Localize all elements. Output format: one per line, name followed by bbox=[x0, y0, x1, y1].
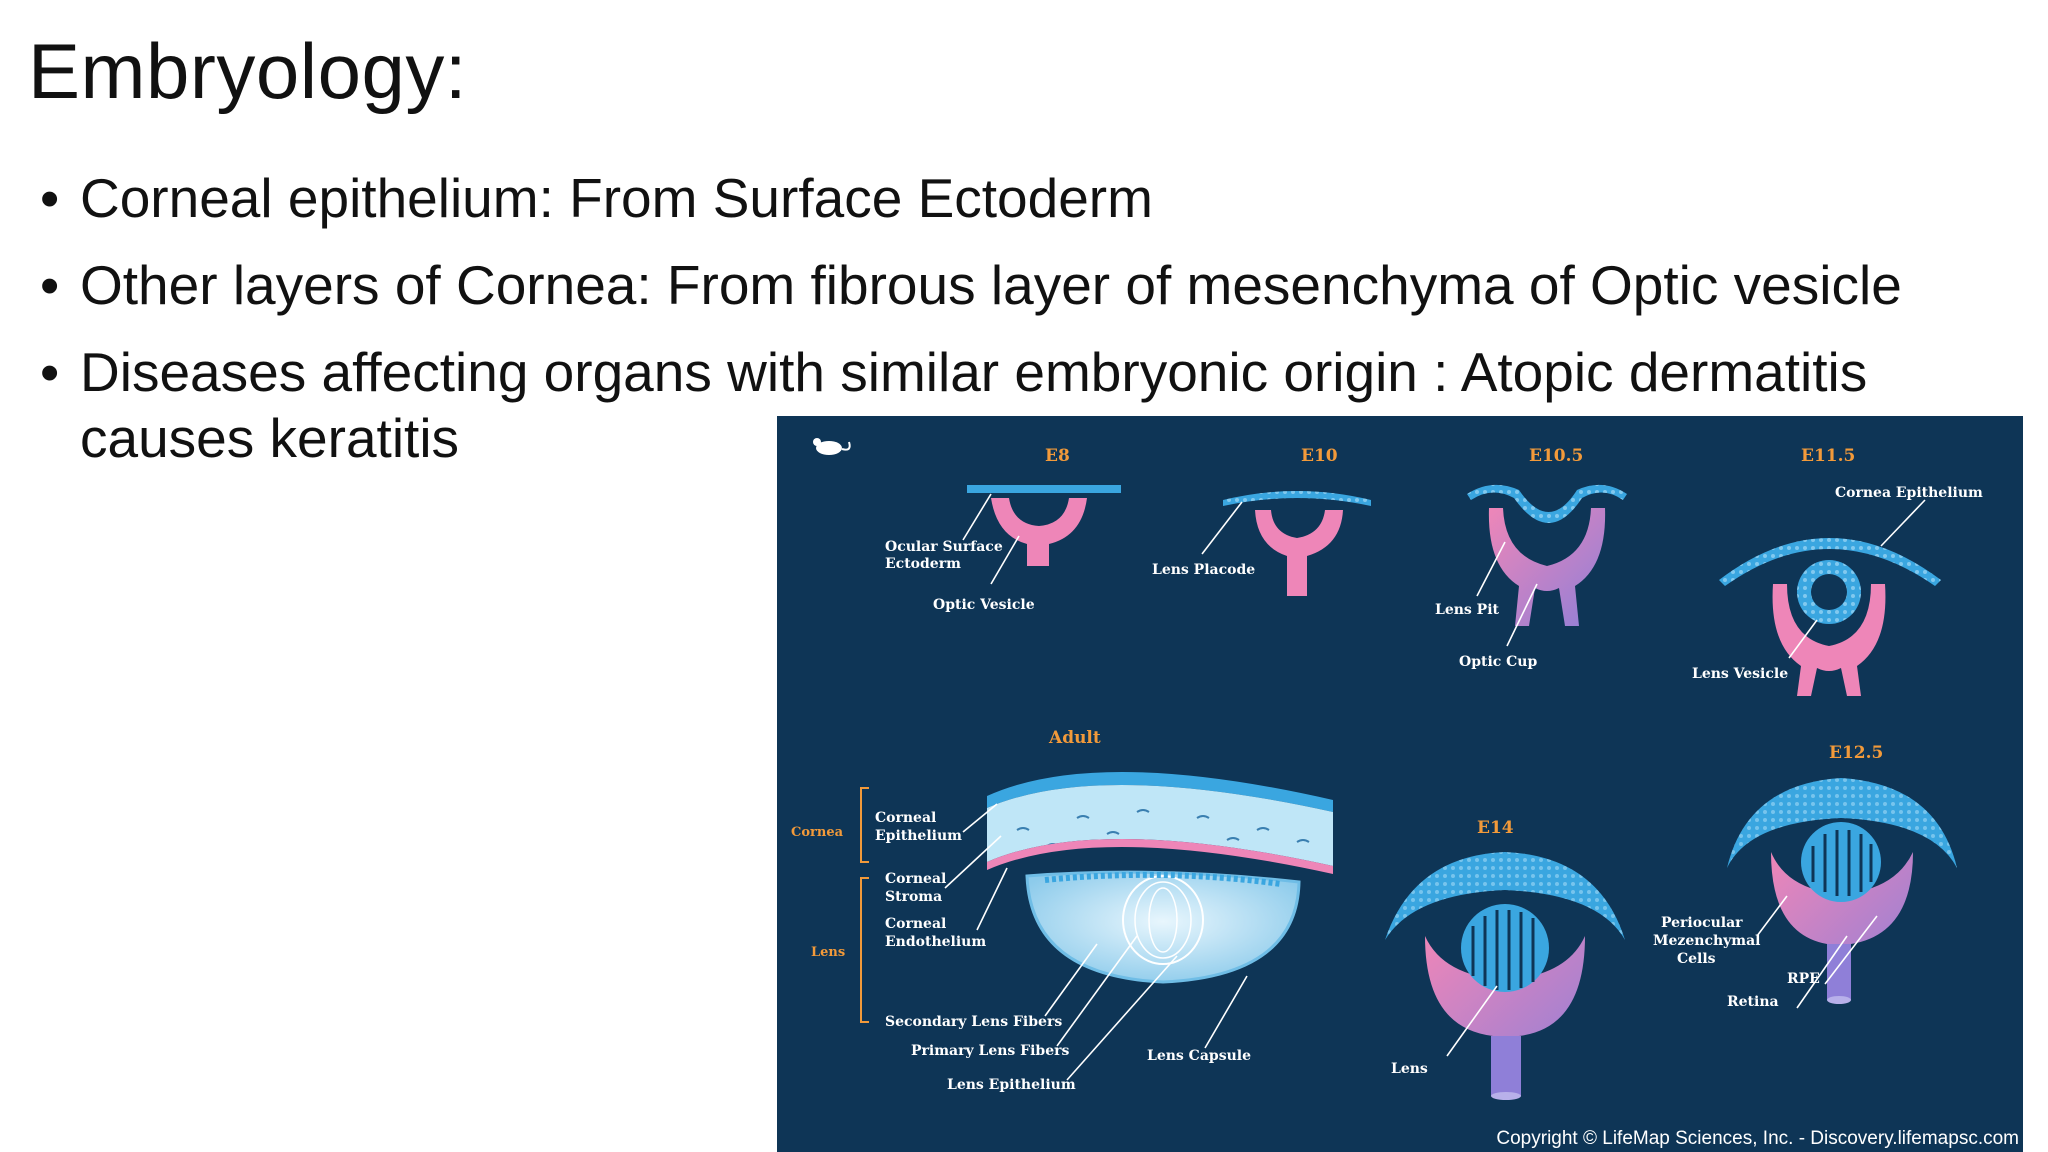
stage-label-adult: Adult bbox=[1048, 728, 1101, 748]
adult-corneal-epithelium bbox=[987, 771, 1333, 812]
bullet-text: Other layers of Cornea: From fibrous lay… bbox=[80, 254, 1902, 316]
leader-line bbox=[1506, 583, 1538, 647]
leader-line bbox=[1201, 501, 1243, 555]
leader-line bbox=[1824, 915, 1878, 985]
label-lens-capsule: Lens Capsule bbox=[1147, 1048, 1251, 1064]
leader-line bbox=[1044, 943, 1098, 1017]
leader-line bbox=[1204, 975, 1248, 1049]
bullet-item: • Other layers of Cornea: From fibrous l… bbox=[40, 252, 2000, 318]
leader-line bbox=[990, 535, 1020, 585]
stage-label-e14: E14 bbox=[1477, 818, 1514, 838]
leader-line bbox=[944, 835, 1002, 889]
stage-label-e10: E10 bbox=[1301, 446, 1338, 466]
leader-line bbox=[1796, 935, 1848, 1009]
bullet-text: Corneal epithelium: From Surface Ectoder… bbox=[80, 167, 1153, 229]
label-lens-group: Lens bbox=[811, 945, 845, 960]
bullet-marker: • bbox=[40, 167, 60, 229]
label-lens-epithelium: Lens Epithelium bbox=[947, 1077, 1076, 1093]
label-cornea-group: Cornea bbox=[791, 825, 844, 840]
leader-line bbox=[1066, 955, 1178, 1081]
e10-optic-vesicle bbox=[1255, 510, 1343, 596]
bullet-text: Diseases affecting organs with similar e… bbox=[80, 341, 1868, 469]
label-corneal-epithelium-2: Epithelium bbox=[875, 828, 962, 844]
label-ocular-surface: Ocular Surface bbox=[885, 539, 1003, 555]
e8-surface-ectoderm bbox=[967, 485, 1121, 493]
e10-5-optic-cup bbox=[1488, 508, 1606, 626]
e12-5-retina bbox=[1771, 852, 1913, 992]
bracket-cornea bbox=[860, 787, 869, 863]
e8-optic-vesicle bbox=[991, 498, 1087, 566]
label-corneal-stroma: Corneal bbox=[885, 871, 946, 887]
label-primary-lens-fibers: Primary Lens Fibers bbox=[911, 1043, 1070, 1059]
stage-label-e11-5: E11.5 bbox=[1801, 446, 1855, 466]
bullet-item: • Diseases affecting organs with similar… bbox=[40, 339, 2000, 471]
e14-lens bbox=[1461, 904, 1549, 992]
label-periocular: Periocular bbox=[1661, 915, 1743, 931]
label-periocular-3: Cells bbox=[1677, 951, 1716, 967]
label-optic-cup: Optic Cup bbox=[1459, 654, 1537, 670]
leader-line bbox=[1756, 895, 1788, 937]
bullet-item: • Corneal epithelium: From Surface Ectod… bbox=[40, 165, 2000, 231]
leader-line bbox=[962, 493, 992, 541]
leader-line bbox=[962, 803, 998, 833]
e14-retina bbox=[1425, 936, 1585, 1086]
leader-line bbox=[976, 867, 1008, 931]
label-rpe: RPE bbox=[1787, 971, 1820, 987]
adult-corneal-stroma bbox=[987, 784, 1333, 866]
label-corneal-endothelium-2: Endothelium bbox=[885, 934, 986, 950]
eye-development-figure: E8 Ocular Surface Ectoderm Optic Vesicle… bbox=[777, 416, 2023, 1152]
bracket-lens bbox=[860, 877, 869, 1023]
label-corneal-stroma-2: Stroma bbox=[885, 889, 942, 905]
adult-corneal-endothelium bbox=[987, 838, 1333, 874]
stage-label-e12-5: E12.5 bbox=[1829, 743, 1883, 763]
label-lens-vesicle: Lens Vesicle bbox=[1692, 666, 1788, 682]
leader-line bbox=[1880, 499, 1926, 547]
label-optic-vesicle: Optic Vesicle bbox=[933, 597, 1035, 613]
label-cornea-epithelium: Cornea Epithelium bbox=[1835, 485, 1983, 501]
mouse-logo-icon bbox=[813, 438, 851, 455]
adult-lens bbox=[1025, 870, 1301, 984]
label-retina: Retina bbox=[1727, 994, 1779, 1010]
label-secondary-lens-fibers: Secondary Lens Fibers bbox=[885, 1014, 1062, 1030]
leader-line bbox=[1446, 985, 1498, 1057]
label-corneal-epithelium: Corneal bbox=[875, 810, 936, 826]
slide-title: Embryology: bbox=[28, 27, 467, 115]
label-periocular-2: Mezenchymal bbox=[1653, 933, 1760, 949]
leader-line bbox=[1476, 541, 1506, 597]
label-lens-pit: Lens Pit bbox=[1435, 602, 1500, 618]
stage-label-e10-5: E10.5 bbox=[1529, 446, 1583, 466]
label-ocular-surface-2: Ectoderm bbox=[885, 556, 961, 572]
label-lens: Lens bbox=[1391, 1061, 1428, 1077]
e11-5-optic-cup bbox=[1772, 584, 1886, 696]
eye-development-diagram: E8 Ocular Surface Ectoderm Optic Vesicle… bbox=[791, 438, 2019, 1149]
stage-label-e8: E8 bbox=[1045, 446, 1070, 466]
bullet-marker: • bbox=[40, 254, 60, 316]
leader-line bbox=[1056, 935, 1138, 1047]
copyright-text: Copyright © LifeMap Sciences, Inc. - Dis… bbox=[1496, 1128, 2019, 1149]
bullet-list: • Corneal epithelium: From Surface Ectod… bbox=[40, 165, 2000, 492]
label-lens-placode: Lens Placode bbox=[1152, 562, 1255, 578]
bullet-marker: • bbox=[40, 341, 60, 403]
label-corneal-endothelium: Corneal bbox=[885, 916, 946, 932]
leader-line bbox=[1788, 619, 1818, 659]
